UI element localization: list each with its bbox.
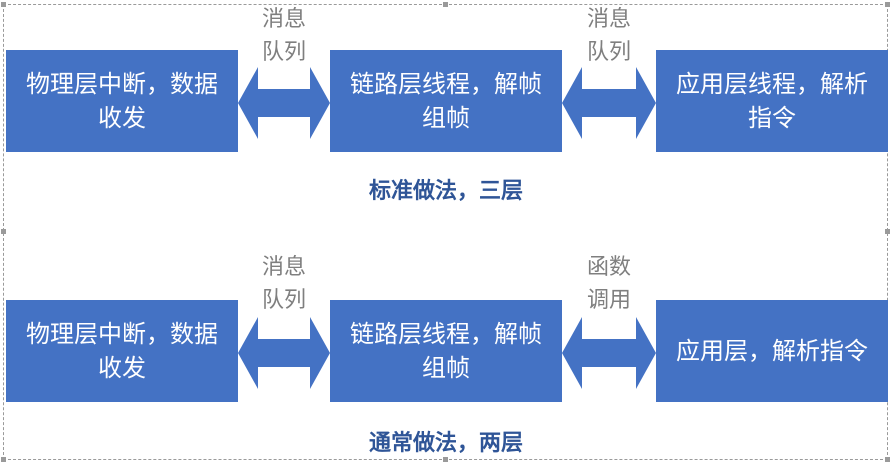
resize-handle-top-middle[interactable] — [443, 2, 448, 7]
link-label-line1: 函数 — [586, 255, 631, 280]
box-text-line1: 链路层线程，解帧 — [350, 70, 542, 98]
physical-layer-box: 物理层中断，数据收发 — [6, 50, 238, 152]
application-layer-box: 应用层线程，解析指令 — [656, 50, 888, 152]
link-label: 消息 队列 — [239, 3, 329, 69]
double-arrow-icon — [238, 67, 330, 139]
box-text-line1: 物理层中断，数据 — [26, 320, 218, 348]
diagram-caption: 通常做法，两层 — [368, 431, 523, 456]
box-text-line2: 组帧 — [422, 104, 470, 132]
box-text-line2: 指令 — [748, 104, 796, 132]
link-layer-box: 链路层线程，解帧组帧 — [330, 50, 562, 152]
box-text-line2: 组帧 — [422, 354, 470, 382]
link-label: 消息 队列 — [239, 251, 329, 317]
link-label-line2: 队列 — [261, 288, 306, 313]
link-label-line1: 消息 — [261, 7, 306, 32]
resize-handle-bottom-left[interactable] — [1, 457, 6, 462]
resize-handle-middle-right[interactable] — [885, 229, 890, 234]
box-text-line1: 应用层线程，解析 — [676, 70, 868, 98]
diagram-caption: 标准做法，三层 — [368, 179, 523, 204]
link-label: 函数 调用 — [564, 251, 654, 317]
box-text-line2: 收发 — [98, 104, 146, 132]
link-layer-box: 链路层线程，解帧组帧 — [330, 300, 562, 402]
resize-handle-top-right[interactable] — [885, 2, 890, 7]
link-label-line1: 消息 — [261, 255, 306, 280]
link-label-line1: 消息 — [586, 7, 631, 32]
link-label-line2: 调用 — [586, 288, 631, 313]
box-text-line1: 应用层，解析指令 — [676, 337, 868, 365]
double-arrow-icon — [238, 317, 330, 389]
link-label: 消息 队列 — [564, 3, 654, 69]
box-text-line2: 收发 — [98, 354, 146, 382]
box-text-line1: 链路层线程，解帧 — [350, 320, 542, 348]
resize-handle-middle-left[interactable] — [1, 229, 6, 234]
resize-handle-top-left[interactable] — [1, 2, 6, 7]
application-layer-box: 应用层，解析指令 — [656, 300, 888, 402]
physical-layer-box: 物理层中断，数据收发 — [6, 300, 238, 402]
double-arrow-icon — [562, 317, 656, 389]
link-label-line2: 队列 — [261, 40, 306, 65]
resize-handle-bottom-middle[interactable] — [443, 457, 448, 462]
link-label-line2: 队列 — [586, 40, 631, 65]
double-arrow-icon — [562, 67, 656, 139]
box-text-line1: 物理层中断，数据 — [26, 70, 218, 98]
resize-handle-bottom-right[interactable] — [885, 457, 890, 462]
